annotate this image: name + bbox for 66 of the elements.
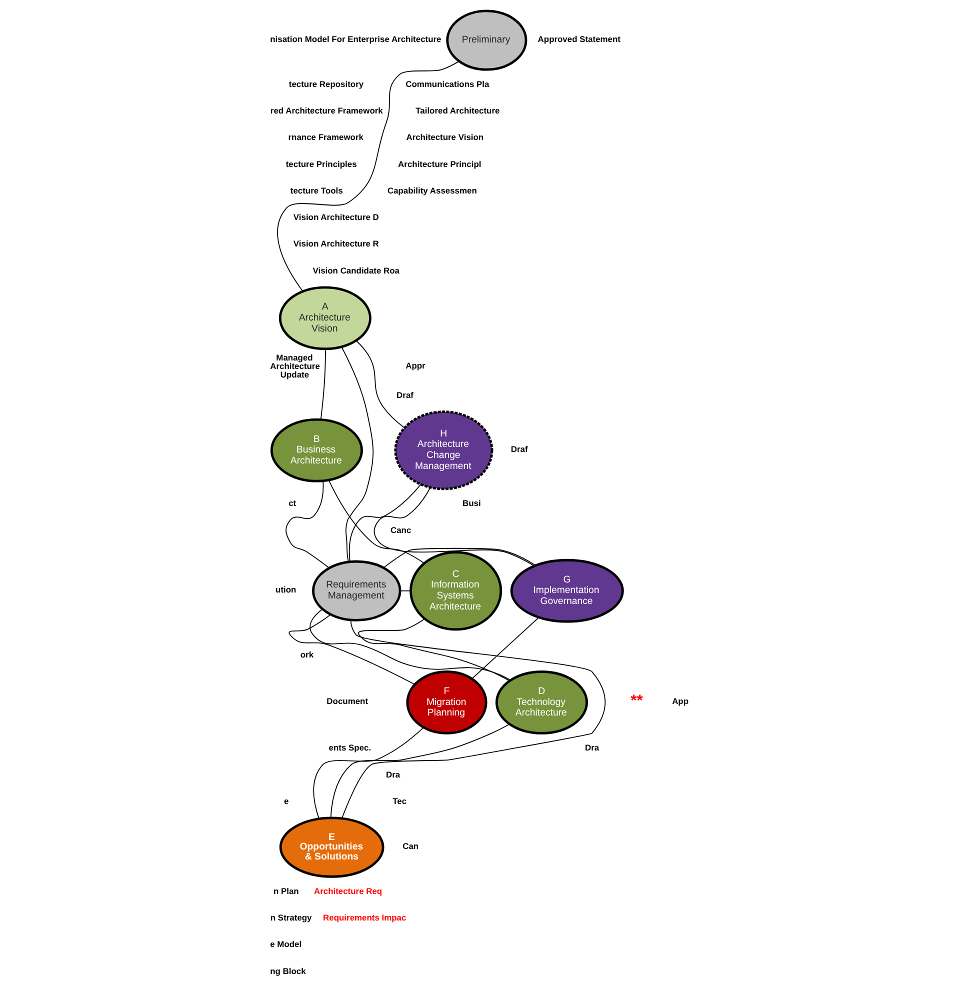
label: Busi <box>462 498 481 508</box>
label: Canc <box>390 524 412 535</box>
label: ct <box>288 498 296 508</box>
label: tecture Tools <box>290 185 343 196</box>
label: Architecture Vision <box>406 132 484 142</box>
connector <box>286 480 330 568</box>
node-ellipse: H Architecture Change Management <box>394 410 494 490</box>
label: App <box>672 696 689 706</box>
label: nisation Model For Enterprise Architecture <box>270 34 442 44</box>
connector <box>374 486 535 566</box>
connector <box>400 590 412 592</box>
label: Architecture Principl <box>398 158 482 169</box>
connector <box>310 608 512 681</box>
node-ellipse: F Migration Planning <box>406 670 488 734</box>
label: Dra <box>386 769 400 780</box>
label: Dra <box>584 742 600 753</box>
connector <box>341 346 374 562</box>
label: ution <box>276 584 296 594</box>
label: ng Block <box>270 966 306 976</box>
label: red Architecture Framework <box>270 106 383 116</box>
label: Tec <box>392 796 407 806</box>
label: Appr <box>406 360 426 371</box>
label: Can <box>402 840 419 851</box>
label: Vision Candidate Roa <box>312 265 400 276</box>
node-ellipse: E Opportunities & Solutions <box>279 816 384 878</box>
label: tecture Principles <box>286 158 357 169</box>
node-ellipse: G Implementation Governance <box>510 558 624 623</box>
label: Requirements Impac <box>323 912 406 923</box>
connector <box>341 620 606 819</box>
connector <box>358 618 510 682</box>
label: ** <box>630 692 643 710</box>
connector <box>472 617 540 680</box>
label: n Plan <box>273 886 299 896</box>
connector <box>356 340 405 428</box>
label: Tailored Architecture <box>416 106 500 116</box>
label: e Model <box>270 939 302 950</box>
label: Document <box>326 696 368 706</box>
node-ellipse: D Technology Architecture <box>495 670 588 734</box>
node-ellipse: A Architecture Vision <box>278 286 372 350</box>
label: e <box>284 796 289 806</box>
connector <box>328 480 425 564</box>
label: Communications Pla <box>406 78 490 89</box>
connector <box>277 60 460 292</box>
connector <box>320 348 326 420</box>
label: ents Spec. <box>328 742 372 753</box>
node-ellipse: C Information Systems Architecture <box>410 551 502 631</box>
node-ellipse: Requirements Management <box>312 560 402 622</box>
connector <box>313 726 424 820</box>
label: tecture Repository <box>288 78 364 89</box>
connector <box>383 548 536 568</box>
label: Draf <box>396 390 414 400</box>
label: n Strategy <box>270 912 312 923</box>
label: Vision Architecture R <box>293 238 379 249</box>
label: rnance Framework <box>288 132 364 142</box>
node-ellipse: B Business Architecture <box>270 418 363 482</box>
label: ork <box>300 650 314 660</box>
node-ellipse: Preliminary <box>446 10 528 71</box>
label: Approved Statement <box>538 34 620 44</box>
label: Architecture Req <box>314 886 382 896</box>
connector <box>330 724 510 818</box>
connector <box>348 484 422 562</box>
label: Vision Architecture D <box>293 212 379 222</box>
label: Capability Assessmen <box>387 185 477 196</box>
label: Managed Architecture Update <box>270 352 320 380</box>
connector <box>288 614 416 685</box>
label: Draf <box>510 444 528 454</box>
